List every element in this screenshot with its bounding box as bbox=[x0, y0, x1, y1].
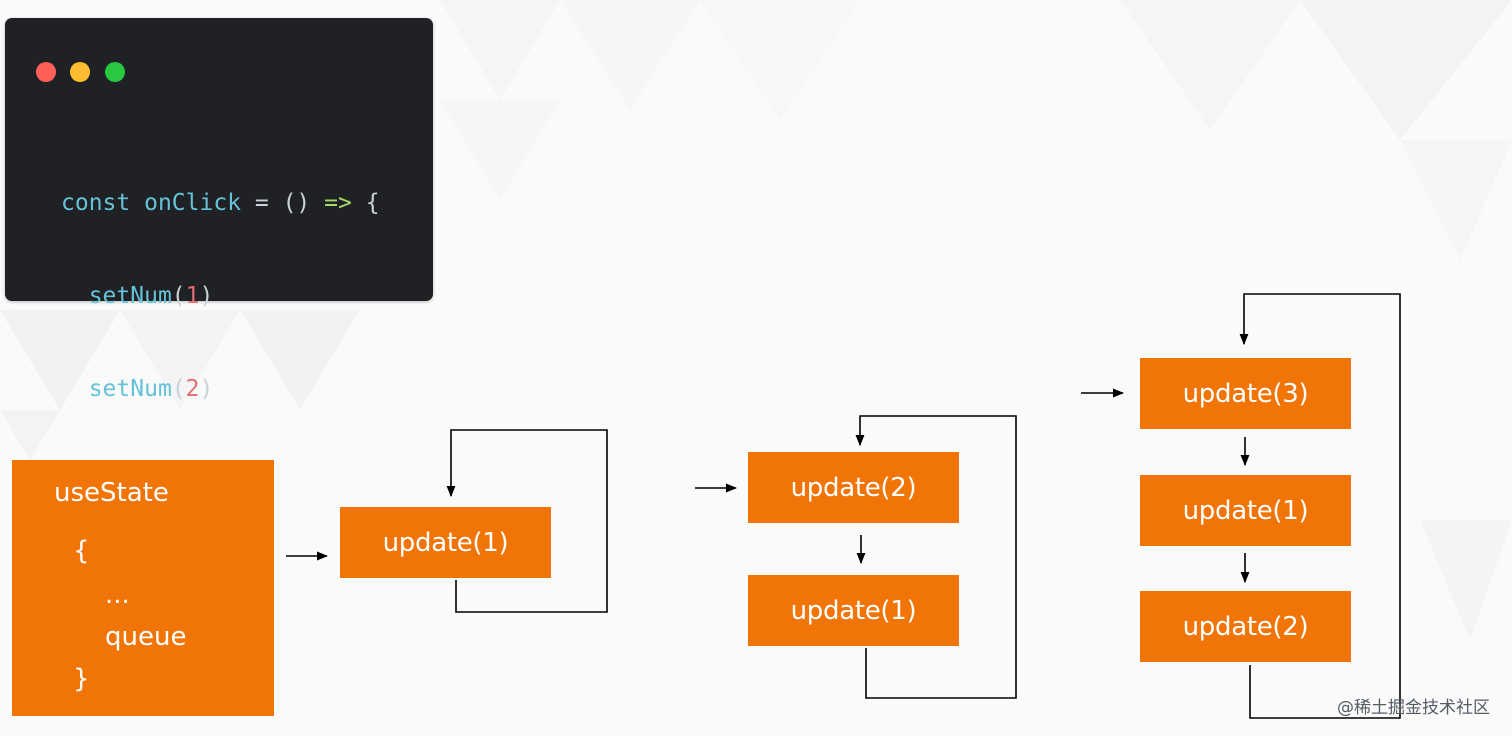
keyword-const: const bbox=[61, 190, 131, 216]
watermark-text: @稀土掘金技术社区 bbox=[1337, 698, 1490, 718]
code-punctuation: ) bbox=[199, 376, 214, 402]
update-node: update(1) bbox=[340, 507, 551, 578]
update-node: update(2) bbox=[748, 452, 959, 523]
update-node: update(1) bbox=[748, 575, 959, 646]
code-window: const onClick = () => { setNum(1) setNum… bbox=[5, 18, 433, 588]
call-name: setNum bbox=[88, 283, 172, 309]
code-line-2: setNum(1) bbox=[61, 281, 380, 312]
code-punctuation: { bbox=[351, 190, 380, 216]
call-argument: 1 bbox=[185, 283, 200, 309]
call-argument: 2 bbox=[185, 376, 200, 402]
update-node: update(1) bbox=[1140, 475, 1351, 546]
update-node: update(3) bbox=[1140, 358, 1351, 429]
arrow-operator: => bbox=[324, 190, 352, 216]
code-line-3: setNum(2) bbox=[61, 374, 380, 405]
usestate-title: useState bbox=[54, 478, 169, 508]
code-punctuation: ( bbox=[171, 283, 186, 309]
code-punctuation: = () bbox=[241, 190, 325, 216]
minimize-dot-icon bbox=[70, 62, 90, 82]
function-name: onClick bbox=[144, 190, 242, 216]
update-node: update(2) bbox=[1140, 591, 1351, 662]
usestate-ellipsis: ... bbox=[105, 580, 130, 610]
usestate-box: useState { ... queue } bbox=[12, 460, 274, 716]
code-punctuation: ( bbox=[171, 376, 186, 402]
code-punctuation: ) bbox=[199, 283, 214, 309]
close-dot-icon bbox=[36, 62, 56, 82]
call-name: setNum bbox=[88, 376, 172, 402]
usestate-close-brace: } bbox=[73, 664, 90, 694]
usestate-queue-field: queue bbox=[105, 622, 187, 652]
code-line-1: const onClick = () => { bbox=[61, 188, 380, 219]
usestate-open-brace: { bbox=[73, 536, 90, 566]
maximize-dot-icon bbox=[105, 62, 125, 82]
